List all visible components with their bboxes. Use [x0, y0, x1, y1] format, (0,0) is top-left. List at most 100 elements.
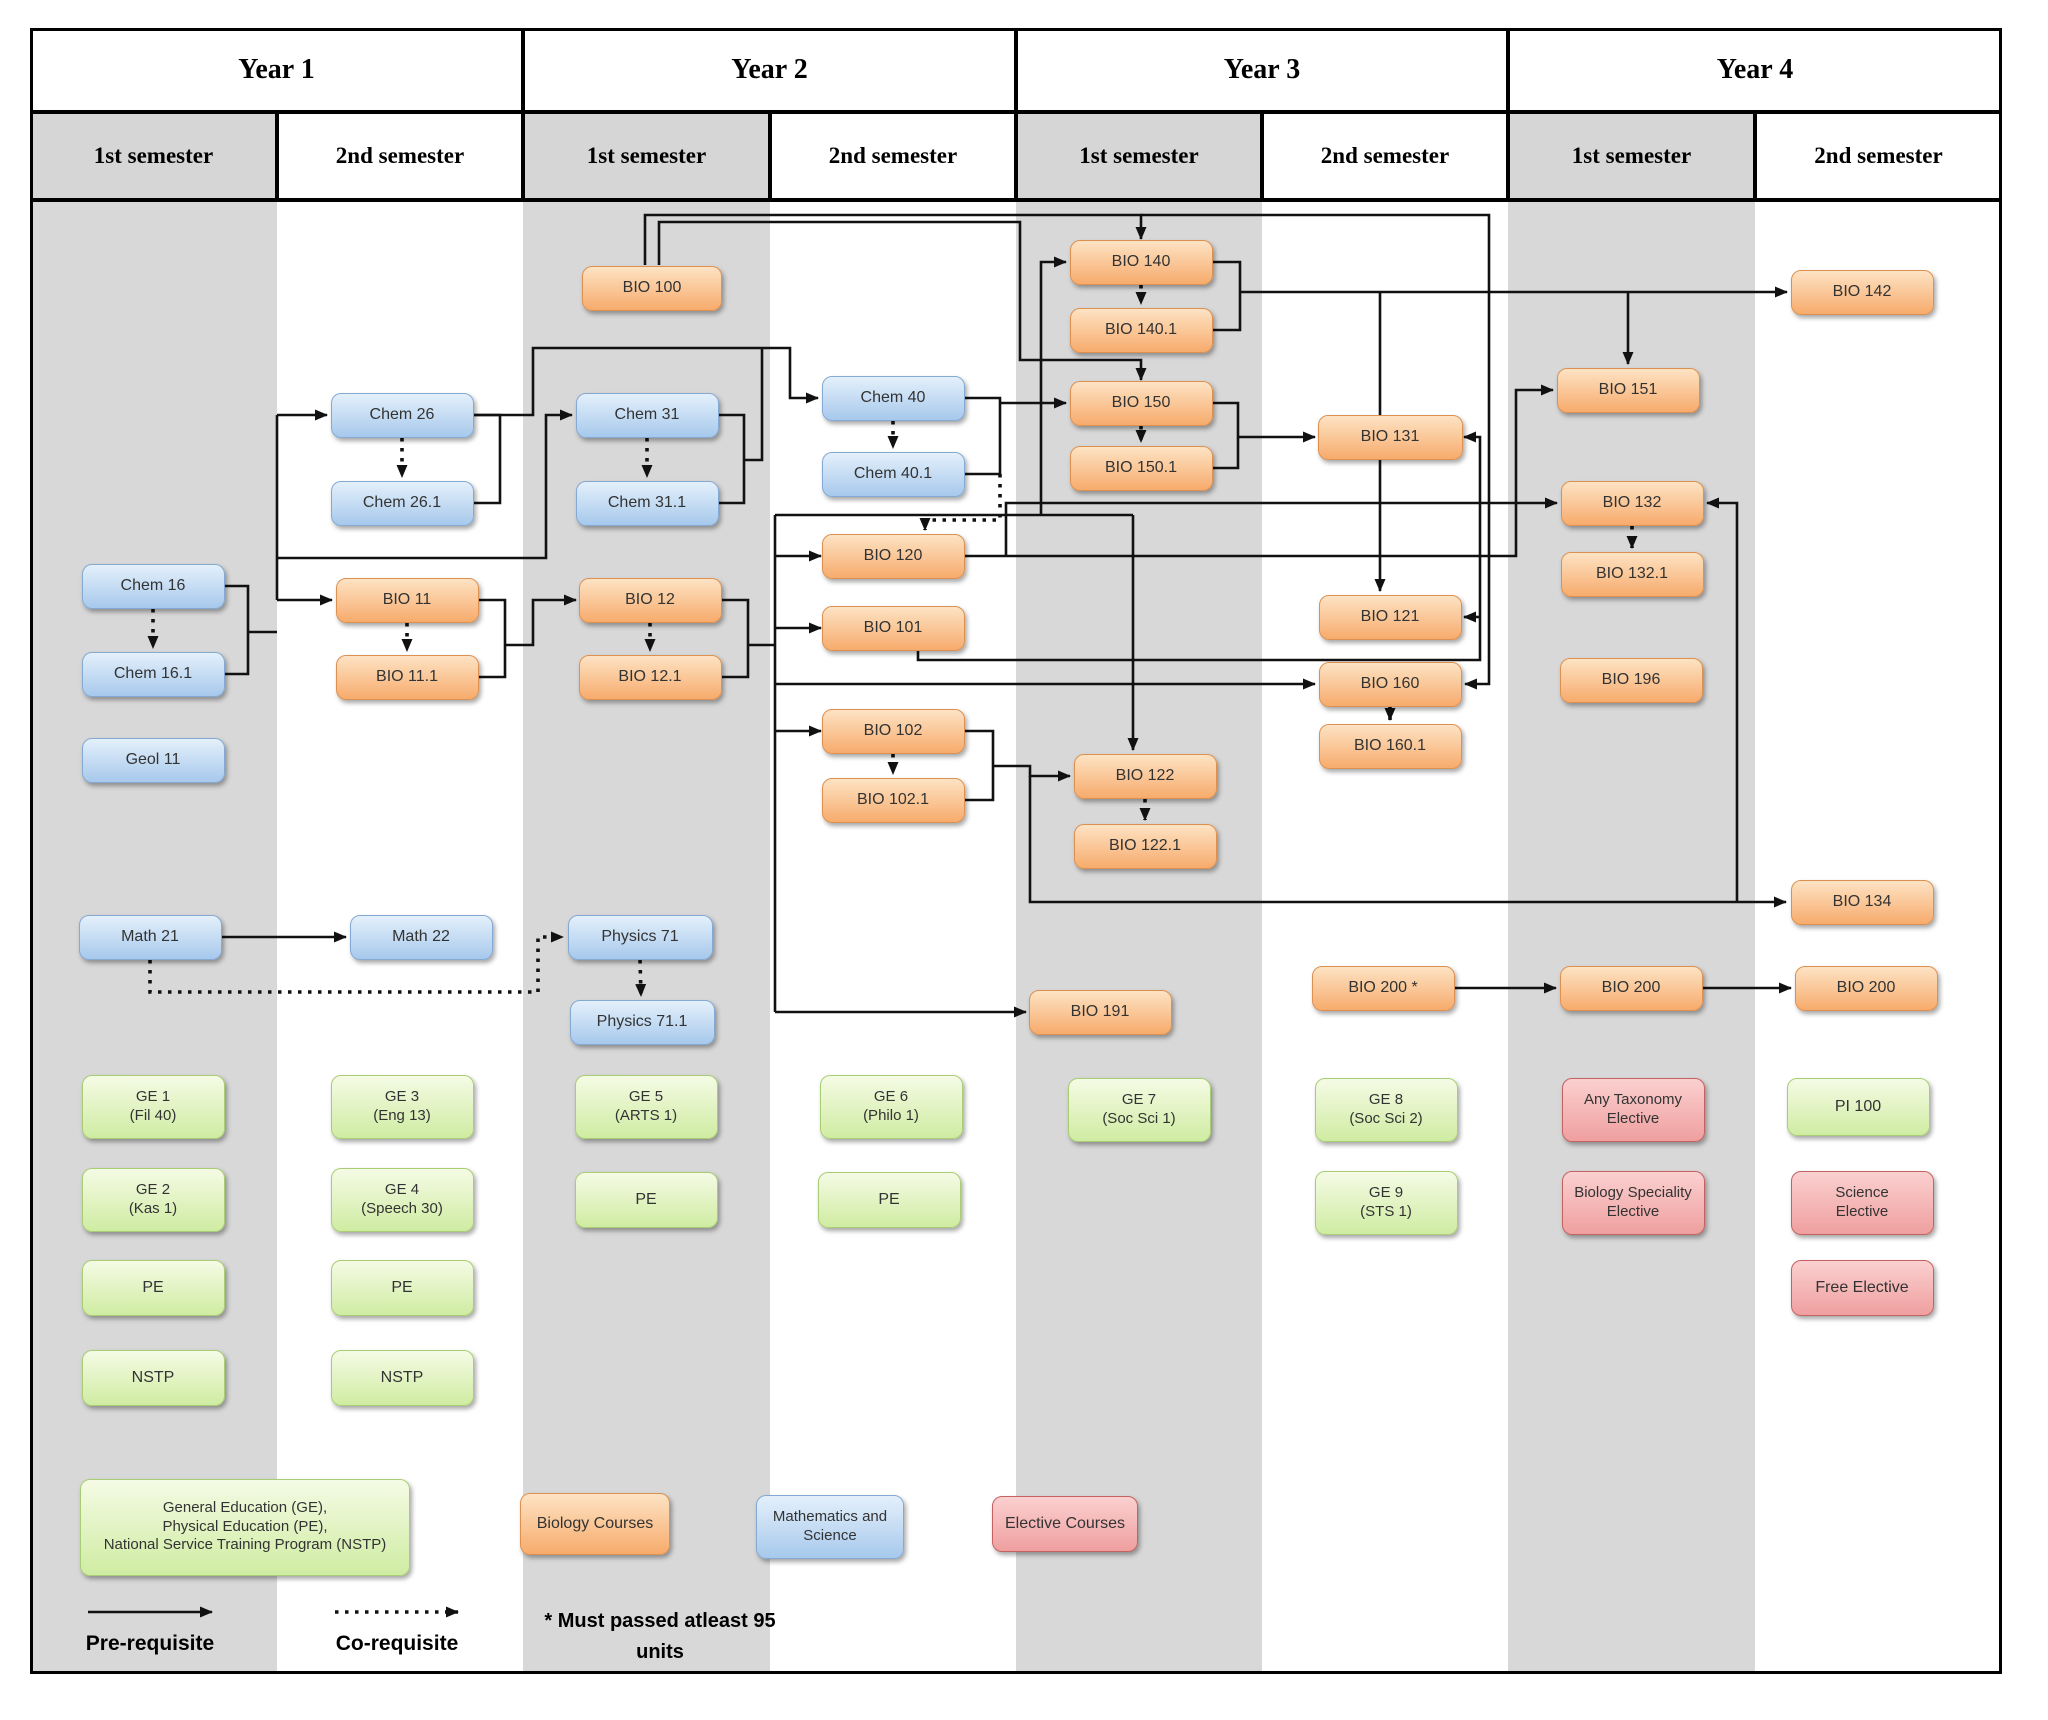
- course-chem31: Chem 31: [575, 392, 719, 438]
- course-science-elective: Science Elective: [1790, 1171, 1934, 1235]
- course-physics71: Physics 71: [567, 914, 713, 960]
- pre-requisite-edge-pre-bio11-bio12: [505, 594, 577, 647]
- year-header-2: Year 2: [523, 28, 1016, 112]
- course-nstp-y1s2: NSTP: [330, 1350, 474, 1406]
- column-band-7: [1755, 200, 2002, 1672]
- course-bio150: BIO 150: [1069, 380, 1213, 426]
- course-bio132: BIO 132: [1560, 480, 1704, 526]
- course-bio160-1: BIO 160.1: [1318, 723, 1462, 769]
- course-bio131: BIO 131: [1317, 414, 1463, 460]
- course-bio191: BIO 191: [1028, 989, 1172, 1035]
- course-ge9: GE 9 (STS 1): [1314, 1171, 1458, 1235]
- pre-requisite-edge-pre-bio120-bio151: [965, 384, 1554, 558]
- course-bio151: BIO 151: [1556, 367, 1700, 413]
- pre-requisite-edge-pre-bio100-bio140: [643, 213, 1147, 265]
- pre-requisite-edge-pre-chem16-chem31: [277, 409, 573, 560]
- co-requisite-edge-co-physics71: [635, 959, 647, 997]
- course-bio122-1: BIO 122.1: [1073, 823, 1217, 869]
- course-bio11: BIO 11: [335, 577, 479, 623]
- course-chem40-1: Chem 40.1: [821, 451, 965, 497]
- course-bio122: BIO 122: [1073, 753, 1217, 799]
- semester-header-2: 1st semester: [523, 112, 770, 200]
- units-note: * Must passed atleast 95 units: [544, 1610, 776, 1663]
- course-bio142: BIO 142: [1790, 269, 1934, 315]
- semester-header-4: 1st semester: [1016, 112, 1262, 200]
- header-separator: [30, 198, 2002, 202]
- legend-box-legend-mathsci: Mathematics and Science: [756, 1495, 904, 1559]
- pre-requisite-edge-pre-bio100-bio160: [1141, 213, 1491, 690]
- course-any-taxonomy-elective: Any Taxonomy Elective: [1561, 1078, 1705, 1142]
- course-bio102-1: BIO 102.1: [821, 777, 965, 823]
- year-header-1: Year 1: [30, 28, 523, 112]
- course-bio140: BIO 140: [1069, 239, 1213, 285]
- course-free-elective: Free Elective: [1790, 1260, 1934, 1316]
- course-pe-y1s2: PE: [330, 1260, 474, 1316]
- course-bio134: BIO 134: [1790, 879, 1934, 925]
- pre-requisite-edge-pre-chem31-join: [744, 348, 764, 462]
- course-bio120: BIO 120: [821, 533, 965, 579]
- course-math22: Math 22: [349, 914, 493, 960]
- course-math21: Math 21: [78, 914, 222, 960]
- course-ge8: GE 8 (Soc Sci 2): [1314, 1078, 1458, 1142]
- course-bio101: BIO 101: [821, 605, 965, 651]
- course-chem31-1: Chem 31.1: [575, 480, 719, 526]
- course-pe-y2s1: PE: [574, 1172, 718, 1228]
- course-ge4: GE 4 (Speech 30): [330, 1168, 474, 1232]
- course-bio200-star: BIO 200 *: [1311, 965, 1455, 1011]
- pre-requisite-edge-pre-bio102-bio134: [1028, 776, 1787, 908]
- legend-box-legend-ge: General Education (GE), Physical Educati…: [80, 1478, 410, 1576]
- pre-requisite-edge-pre-bio101-bio131: [916, 431, 1482, 662]
- course-physics71-1: Physics 71.1: [569, 999, 715, 1045]
- course-bio121: BIO 121: [1318, 594, 1462, 640]
- pre-requisite-edge-pre-bio102-bio122: [993, 764, 1071, 782]
- course-bio160: BIO 160: [1318, 661, 1462, 707]
- course-bio11-1: BIO 11.1: [335, 654, 479, 700]
- course-ge1: GE 1 (Fil 40): [81, 1075, 225, 1139]
- course-geol11: Geol 11: [81, 737, 225, 783]
- legend-box-legend-elective: Elective Courses: [992, 1496, 1138, 1552]
- co-requisite-edge-co-math21-physics71: [148, 931, 564, 994]
- course-chem16: Chem 16: [81, 563, 225, 609]
- course-bio196: BIO 196: [1559, 657, 1703, 703]
- column-band-4: [1016, 200, 1262, 1672]
- course-ge6: GE 6 (Philo 1): [819, 1075, 963, 1139]
- pre-requisite-edge-pre-bio132-right: [1706, 497, 1739, 902]
- course-bio12-1: BIO 12.1: [578, 654, 722, 700]
- legend-box-legend-bio: Biology Courses: [520, 1493, 670, 1555]
- pre-requisite-edge-br-bio11: [479, 598, 507, 679]
- course-bio100: BIO 100: [582, 265, 722, 311]
- pre-requisite-edge-br-chem40: [965, 396, 1002, 476]
- course-pe-y1s1: PE: [81, 1260, 225, 1316]
- semester-header-6: 1st semester: [1508, 112, 1755, 200]
- pre-requisite-edge-br-bio140: [1213, 260, 1242, 332]
- course-bio140-1: BIO 140.1: [1069, 307, 1213, 353]
- table-border: [30, 28, 2002, 1674]
- course-ge2: GE 2 (Kas 1): [81, 1168, 225, 1232]
- course-nstp-y1s1: NSTP: [81, 1350, 225, 1406]
- course-bio132-1: BIO 132.1: [1560, 551, 1704, 597]
- course-chem16-1: Chem 16.1: [81, 651, 225, 697]
- course-bio200-y4s2: BIO 200: [1794, 965, 1938, 1011]
- course-pi100: PI 100: [1786, 1078, 1930, 1136]
- course-bio102: BIO 102: [821, 708, 965, 754]
- pre-requisite-edge-pre-bio12-bio140: [1039, 256, 1067, 515]
- co-requisite-edge-co-chem40-bio120: [919, 474, 1002, 531]
- course-bio150-1: BIO 150.1: [1069, 445, 1213, 491]
- pre-requisite-edge-pre-chem26-chem40: [474, 346, 819, 417]
- course-ge7: GE 7 (Soc Sci 1): [1067, 1078, 1211, 1142]
- course-biology-speciality-elective: Biology Speciality Elective: [1561, 1171, 1705, 1235]
- pre-requisite-edge-pre-bio100-bio150: [657, 220, 1147, 381]
- legend-arrow-label-pre-requisite: Pre-requisite: [85, 1632, 215, 1655]
- course-chem26: Chem 26: [330, 392, 474, 438]
- course-chem40: Chem 40: [821, 375, 965, 421]
- course-chem26-1: Chem 26.1: [330, 480, 474, 526]
- course-ge5: GE 5 (ARTS 1): [574, 1075, 718, 1139]
- year-header-3: Year 3: [1016, 28, 1508, 112]
- year-header-4: Year 4: [1508, 28, 2002, 112]
- course-bio200-y4s1: BIO 200: [1559, 965, 1703, 1011]
- course-pe-y2s2: PE: [817, 1172, 961, 1228]
- pre-requisite-edge-br-chem16: [225, 584, 250, 676]
- course-bio12: BIO 12: [578, 577, 722, 623]
- pre-requisite-edge-br-bio150: [1213, 401, 1240, 470]
